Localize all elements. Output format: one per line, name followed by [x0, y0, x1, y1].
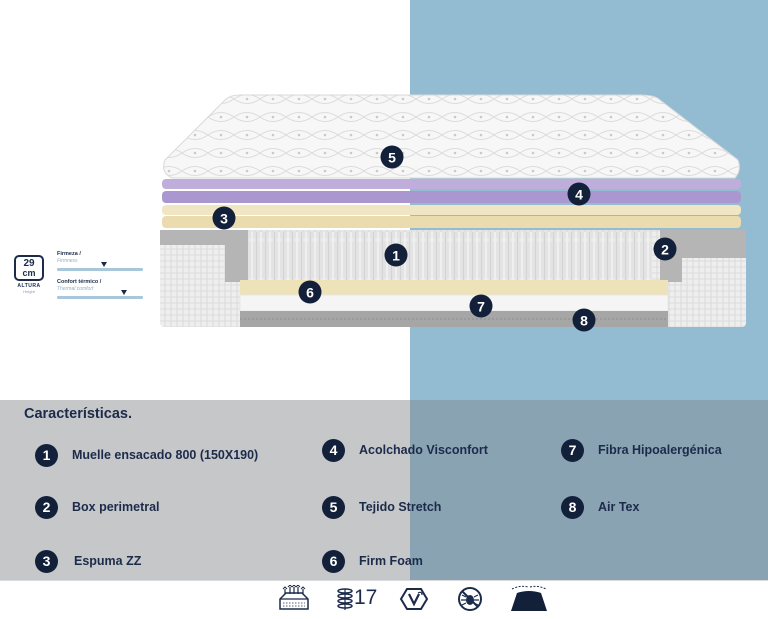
characteristics-title: Características. — [24, 406, 133, 422]
height-badge: 29 cm — [14, 255, 44, 281]
callout-6-label: 6 — [306, 285, 314, 301]
feature-number-3: 3 — [35, 549, 58, 573]
firmness-meter — [57, 268, 143, 271]
foam-layer-top — [162, 205, 741, 215]
callout-3-label: 3 — [220, 211, 228, 227]
height-sublabel: Height — [23, 289, 35, 294]
callout-5-label: 5 — [388, 150, 396, 166]
characteristics-panel-blue — [410, 400, 768, 580]
anti-mite-icon — [458, 587, 482, 611]
thermal-comfort-marker — [121, 290, 128, 295]
feature-number-6: 6 — [322, 549, 345, 573]
callout-4: 4 — [567, 182, 591, 206]
feature-item-2: 2 Box perimetral — [35, 494, 160, 520]
mattress-cross-section: 5 4 3 1 2 6 7 8 — [160, 94, 746, 332]
firmness-label: Firmeza / — [57, 251, 81, 257]
callout-7: 7 — [469, 294, 493, 318]
visconfort-layer-top — [162, 179, 741, 189]
visconfort-layer-bottom — [162, 191, 741, 203]
callout-2-label: 2 — [661, 242, 669, 258]
feature-item-4: 4 Acolchado Visconfort — [322, 437, 488, 463]
feature-label-3: Espuma ZZ — [74, 554, 142, 568]
foam-layer-bottom — [162, 216, 741, 228]
height-label: ALTURA — [17, 283, 41, 289]
breathable-mattress-icon — [279, 585, 309, 610]
callout-3: 3 — [212, 206, 236, 230]
spring-count: 17 — [354, 586, 378, 609]
mattress-profile-icon — [511, 585, 547, 611]
height-value: 29 — [23, 258, 35, 269]
thermal-comfort-label: Confort térmico / — [57, 279, 102, 285]
pocket-springs — [248, 232, 652, 280]
callout-2: 2 — [653, 237, 677, 261]
callout-1-label: 1 — [392, 248, 400, 264]
feature-item-3: 3 Espuma ZZ — [35, 548, 141, 574]
feature-number-8: 8 — [561, 495, 584, 519]
callout-1: 1 — [384, 243, 408, 267]
feature-item-1: 1 Muelle ensacado 800 (150X190) — [35, 442, 258, 468]
height-unit: cm — [22, 268, 36, 278]
callout-5: 5 — [380, 145, 404, 169]
firm-foam-layer — [240, 280, 668, 295]
firmness-sublabel: Firmness — [57, 258, 78, 264]
callout-6: 6 — [298, 280, 322, 304]
callout-8-label: 8 — [580, 313, 588, 329]
feature-label-7: Fibra Hipoalergénica — [598, 443, 722, 457]
feature-item-6: 6 Firm Foam — [322, 548, 423, 574]
feature-number-1: 1 — [35, 443, 58, 467]
feature-icon-strip — [0, 580, 768, 619]
vegan-v-icon — [399, 588, 429, 610]
feature-item-7: 7 Fibra Hipoalergénica — [561, 437, 722, 463]
feature-item-5: 5 Tejido Stretch — [322, 494, 441, 520]
callout-7-label: 7 — [477, 299, 485, 315]
thermal-comfort-sublabel: Thermal comfort — [57, 286, 94, 292]
firmness-marker — [101, 262, 108, 267]
stretch-fabric-layer — [163, 94, 740, 179]
feature-label-6: Firm Foam — [359, 554, 423, 568]
feature-label-1: Muelle ensacado 800 (150X190) — [72, 448, 259, 462]
callout-8: 8 — [572, 308, 596, 332]
feature-label-5: Tejido Stretch — [359, 500, 442, 514]
feature-label-2: Box perimetral — [72, 500, 160, 514]
perimeter-box-left — [160, 230, 248, 327]
feature-number-5: 5 — [322, 495, 345, 519]
feature-label-8: Air Tex — [598, 500, 640, 514]
thermal-comfort-meter — [57, 296, 143, 299]
feature-item-8: 8 Air Tex — [561, 494, 639, 520]
feature-number-2: 2 — [35, 495, 58, 519]
feature-number-4: 4 — [322, 438, 345, 462]
feature-number-7: 7 — [561, 438, 584, 462]
feature-label-4: Acolchado Visconfort — [359, 443, 488, 457]
spring-coil-icon — [337, 588, 353, 610]
callout-4-label: 4 — [575, 187, 583, 203]
